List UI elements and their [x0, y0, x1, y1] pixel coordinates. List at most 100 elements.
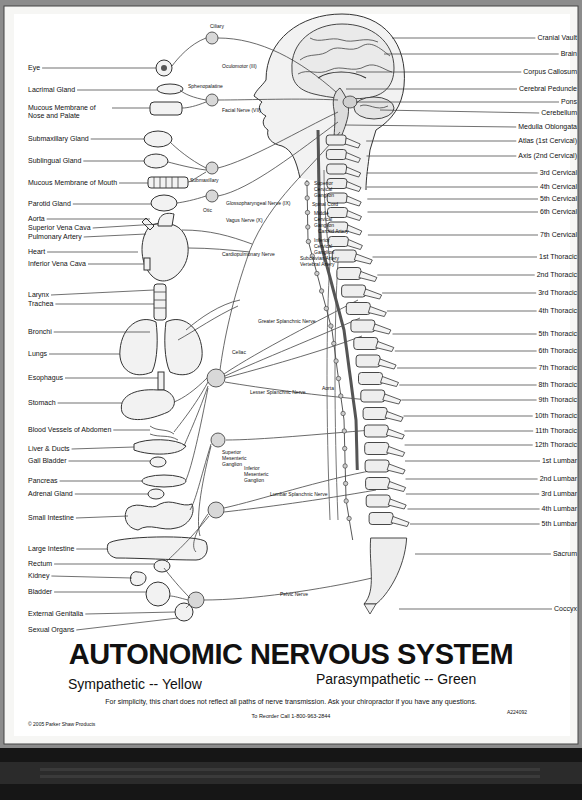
spinous-process — [347, 225, 362, 235]
nerve-paths-part — [225, 382, 370, 400]
nerve-label: Oculomotor (III) — [222, 63, 257, 69]
legend-entry: Sympathetic -- Yellow — [68, 676, 202, 692]
paper — [0, 6, 582, 800]
chain-ganglion — [306, 239, 310, 243]
head-illustration-part — [318, 72, 366, 78]
paper-part — [14, 14, 570, 736]
head-illustration-part — [310, 38, 378, 42]
organ-illustration-part — [154, 292, 166, 308]
leader-line — [377, 275, 534, 276]
organ-illustration-part — [144, 258, 150, 270]
organ-label: Sexual Organs — [28, 626, 74, 634]
leader-line — [83, 161, 144, 162]
leader-line — [76, 549, 108, 550]
chain-ganglion — [324, 306, 328, 310]
vertebra-label: 5th Cervical — [540, 195, 577, 203]
organ-label: Blood Vessels of Abdomen — [28, 426, 111, 434]
leader-line — [77, 90, 157, 91]
vertebra-label: 7th Thoracic — [539, 364, 577, 372]
vertebra — [351, 320, 375, 332]
organ-illustration-part — [120, 320, 157, 375]
leader-line — [356, 102, 559, 103]
vertebra-label: 6th Thoracic — [539, 347, 577, 355]
leader-line — [346, 89, 517, 90]
leader-line — [58, 403, 122, 404]
spinous-process — [345, 138, 360, 148]
nerve-label: Middle Cervical Ganglion — [314, 210, 342, 228]
product-code: A224092 — [507, 709, 527, 715]
nerve-label: Pelvic Nerve — [280, 591, 308, 597]
leader-line — [399, 609, 552, 610]
spinous-process — [373, 324, 391, 334]
reorder-note: To Reorder Call 1-800-963-2844 — [0, 713, 582, 720]
vertebra-label: Sacrum — [553, 550, 577, 558]
nerve-label: Lumbar Splanchnic Nerve — [270, 491, 328, 497]
head-illustration-part — [333, 88, 348, 140]
leader-line — [393, 334, 537, 335]
vertebra-label: 8th Thoracic — [539, 381, 577, 389]
nerve-label: Sphenopalatine — [188, 83, 223, 89]
spinous-process — [345, 153, 360, 163]
vertebra-label: 12th Thoracic — [535, 441, 577, 449]
chain-ganglion — [306, 225, 310, 229]
spinous-process — [347, 211, 362, 221]
chain-ganglion — [329, 324, 333, 328]
brain-part-label: Brain — [561, 50, 577, 58]
nerve-paths-part — [226, 430, 372, 440]
organ-label: Rectum — [28, 560, 52, 568]
organ-label: Sublingual Gland — [28, 157, 81, 165]
vertebra-label: 4th Thoracic — [539, 307, 577, 315]
leader-line — [415, 554, 551, 555]
nerve-paths-part — [166, 514, 209, 562]
organ-illustration-part — [125, 502, 193, 530]
vertebra-label: 7th Cervical — [540, 231, 577, 239]
organ-illustration-part — [165, 320, 202, 375]
nerve-paths-part — [177, 122, 338, 203]
organ-illustration-part — [154, 560, 170, 572]
leader-line — [76, 618, 178, 630]
vertebra — [369, 513, 393, 525]
nerve-paths-part — [206, 162, 218, 174]
leader-line — [406, 494, 539, 495]
chain-ganglion — [336, 376, 340, 380]
leader-line — [73, 204, 151, 205]
head-illustration-part — [343, 96, 357, 108]
leader-line — [397, 368, 536, 369]
chain-ganglion — [343, 446, 347, 450]
sympathetic-chain — [307, 180, 353, 540]
organ-label: External Genitalia — [28, 610, 83, 618]
leader-line — [84, 234, 146, 237]
chain-ganglion — [334, 359, 338, 363]
nerve-label: Ciliary — [210, 23, 224, 29]
vertebra-label: Coccyx — [554, 605, 577, 613]
spine-illustration — [305, 130, 409, 614]
nerve-label: Vagus Nerve (X) — [226, 217, 263, 223]
vertebra-label: 3rd Thoracic — [538, 289, 577, 297]
chain-ganglion — [315, 271, 319, 275]
chain-ganglion — [305, 181, 309, 185]
organ-illustration-part — [144, 154, 168, 168]
nerve-paths-part — [206, 94, 218, 106]
spinous-process — [347, 240, 362, 250]
spinous-process — [346, 182, 361, 192]
chart-caption: For simplicity, this chart does not refl… — [0, 698, 582, 705]
organ-illustration-part — [142, 218, 154, 230]
nerve-paths-part — [206, 190, 218, 202]
leader-line — [367, 173, 538, 174]
nerve-label: Greater Splanchnic Nerve — [258, 318, 316, 324]
organ-label: Submaxillary Gland — [28, 135, 89, 143]
vertebra — [363, 408, 387, 420]
vertebra-label: 3rd Cervical — [540, 169, 577, 177]
organ-label: Lungs — [28, 350, 47, 358]
leader-line — [367, 187, 538, 188]
nerve-paths-part — [178, 300, 240, 340]
leader-line — [380, 110, 539, 113]
leader-line — [368, 235, 538, 236]
vertebra-label: 4th Cervical — [540, 183, 577, 191]
leader-line — [119, 183, 148, 184]
leader-line — [75, 494, 148, 495]
organ-label: Kidney — [28, 572, 49, 580]
nerve-paths-part — [190, 444, 211, 536]
leader-line — [399, 385, 536, 386]
leader-line — [356, 72, 521, 73]
